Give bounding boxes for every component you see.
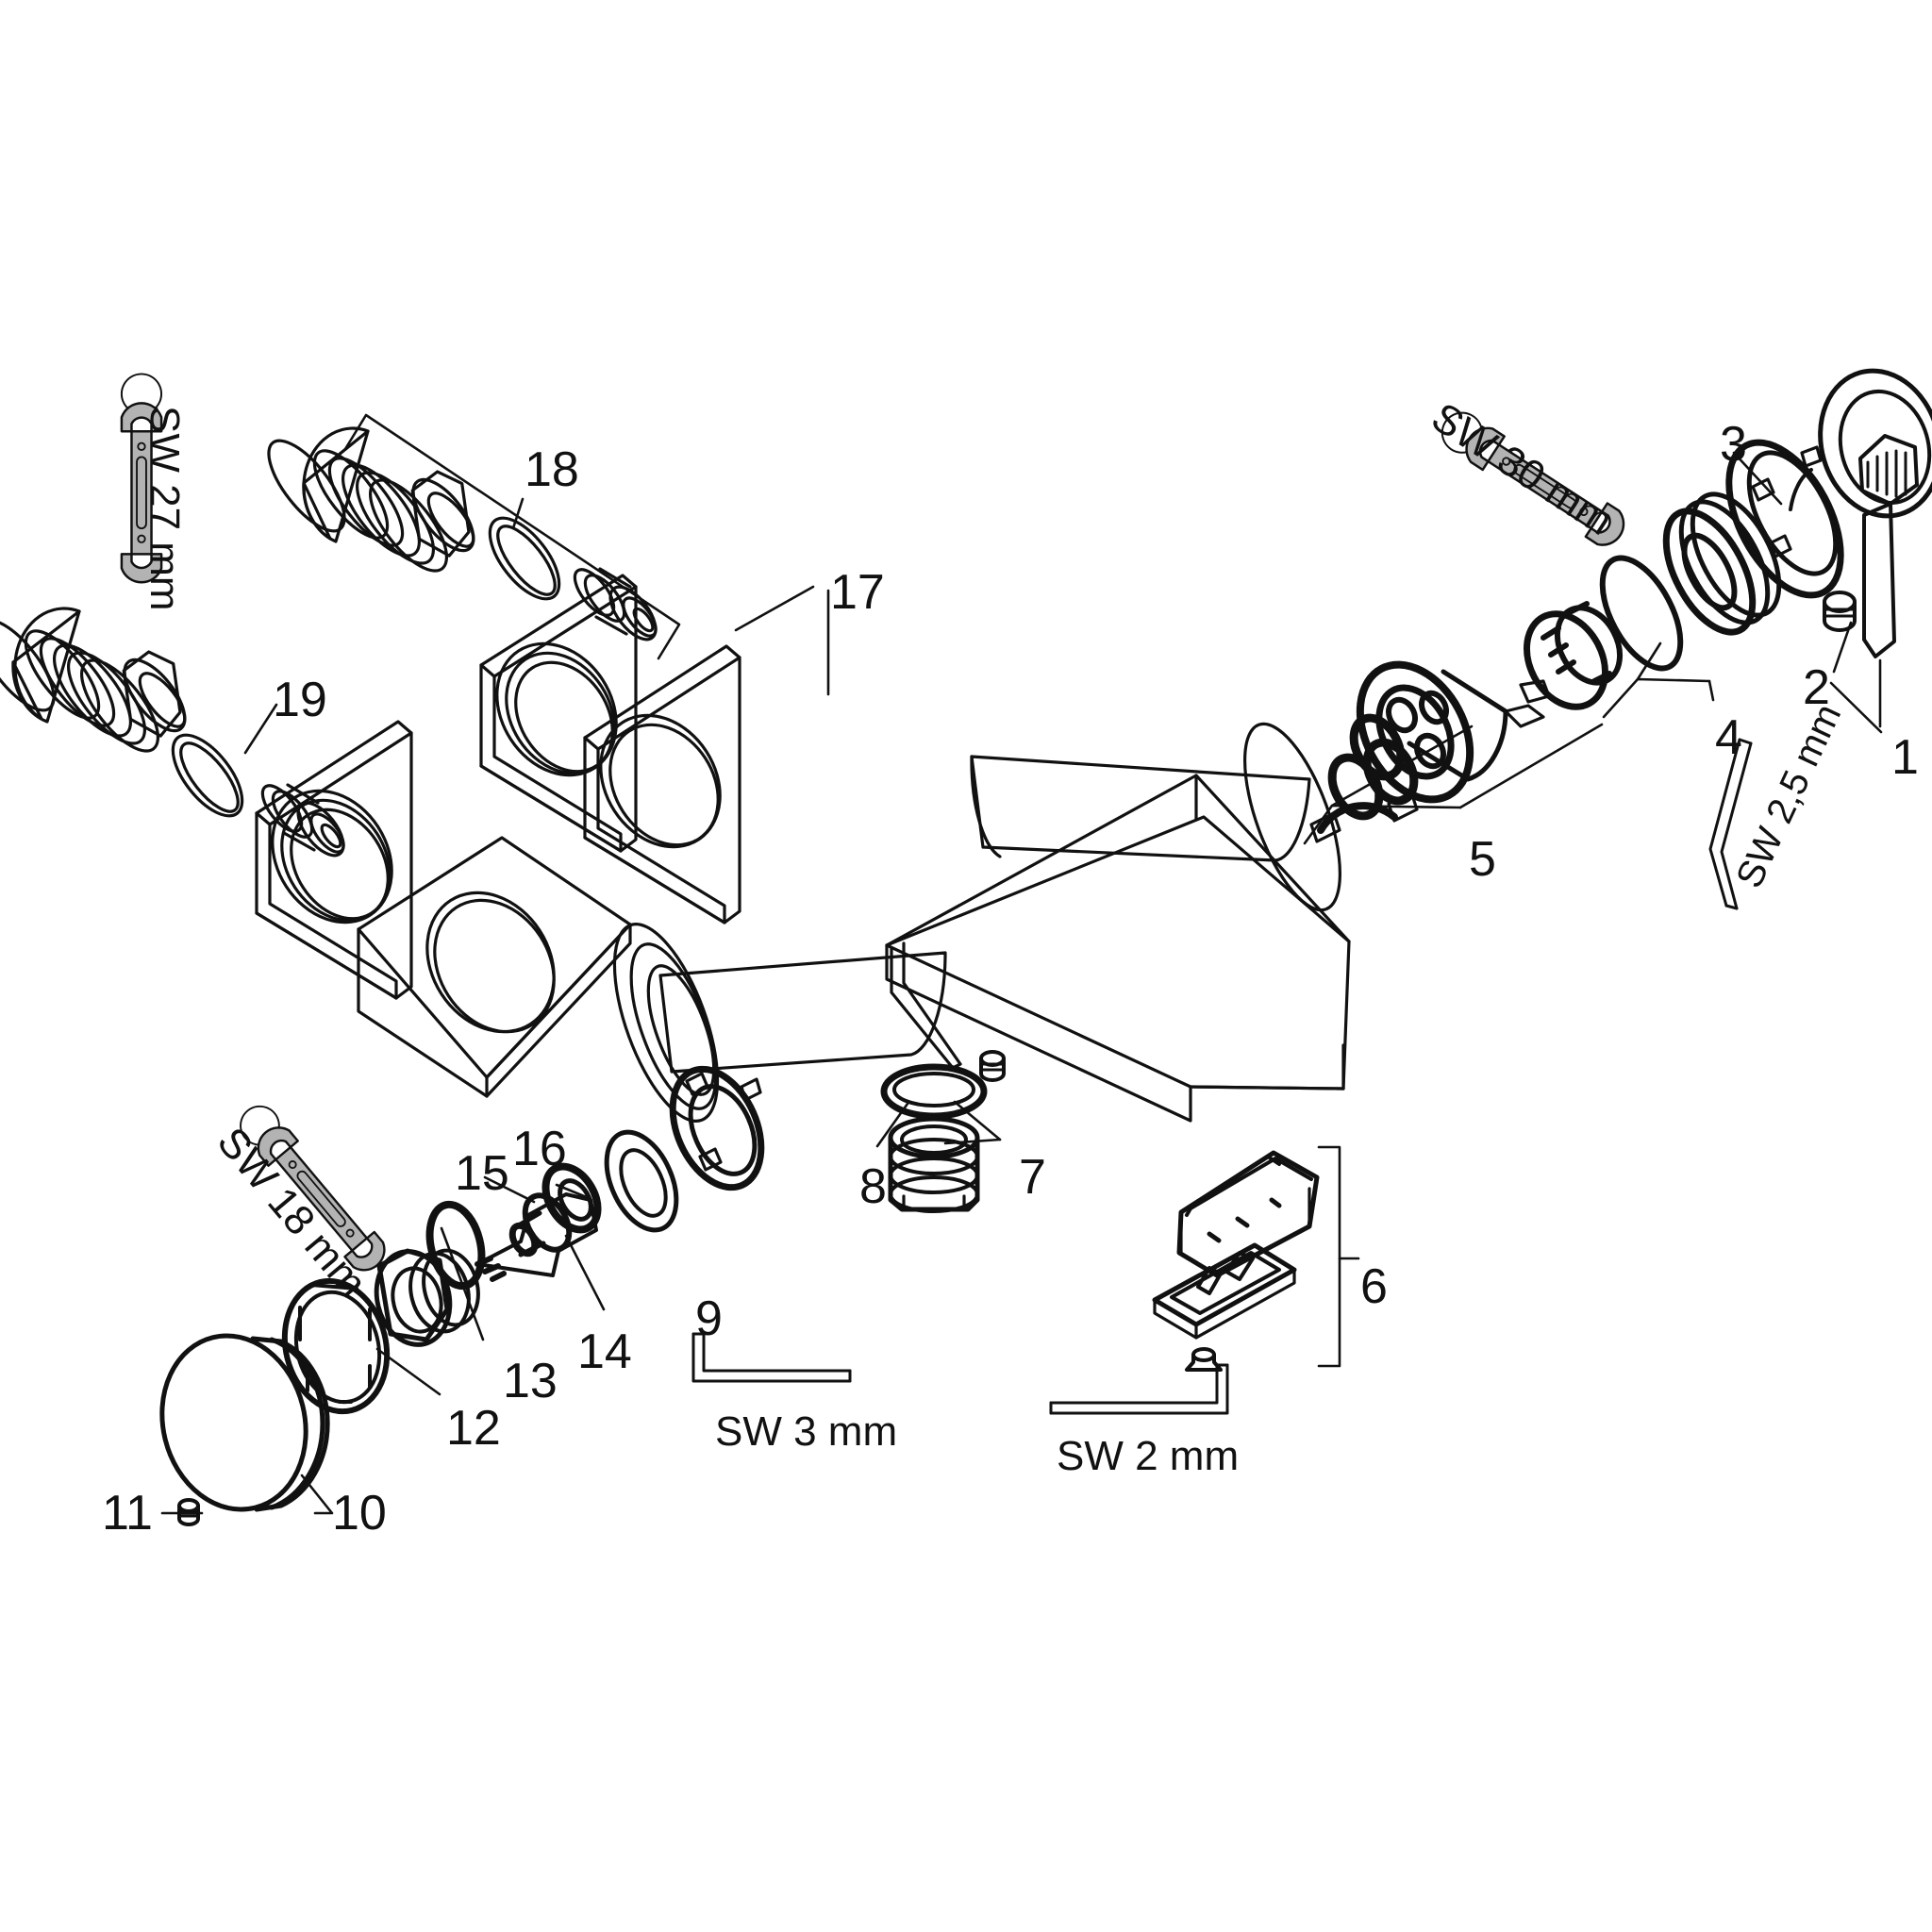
part-11-screw (177, 1498, 200, 1526)
mixer-body (612, 722, 1351, 1123)
part-number-18: 18 (525, 442, 579, 497)
part-number-19: 19 (273, 673, 327, 727)
part-number-14: 14 (577, 1324, 632, 1379)
part-number-16: 16 (512, 1122, 567, 1176)
escutcheon-plate-b (255, 720, 413, 1000)
escutcheon-plate-d (583, 644, 741, 924)
part-14-cartridge (475, 1162, 602, 1282)
allen-key-2-icon (1049, 1363, 1229, 1415)
part-5-thermostatic-cartridge (1303, 491, 1782, 845)
part-number-13: 13 (503, 1354, 558, 1408)
part-number-12: 12 (446, 1401, 501, 1456)
part-9-set-screw-upper (979, 1050, 1006, 1082)
part-1-lever-handle (1818, 368, 1932, 658)
part-number-17: 17 (830, 565, 885, 620)
part-number-10: 10 (332, 1486, 387, 1541)
tool-label-sw-3-mm: SW 3 mm (715, 1408, 898, 1455)
part-number-15: 15 (455, 1146, 509, 1201)
part-3-retaining-ring (1725, 439, 1844, 599)
part-6-diverter-housing (1152, 1145, 1360, 1372)
part-7-outlet-nipple (888, 1116, 980, 1213)
part-number-7: 7 (1019, 1150, 1046, 1205)
part-number-8: 8 (859, 1159, 887, 1214)
escutcheon-plate-c (479, 574, 638, 853)
allen-key-2-5-icon (1708, 738, 1753, 910)
part-number-3: 3 (1720, 417, 1747, 472)
part-number-6: 6 (1360, 1259, 1388, 1314)
part-number-1: 1 (1891, 730, 1919, 785)
part-number-4: 4 (1715, 710, 1742, 765)
part-10-handle-cap (159, 1333, 330, 1512)
part-number-9: 9 (695, 1291, 723, 1346)
part-number-11: 11 (102, 1486, 153, 1541)
tool-label-sw-27-mm: SW 27 mm (142, 406, 188, 611)
escutcheon-plate-a (357, 836, 632, 1098)
part-12-collar-ring (281, 1277, 391, 1415)
part-16b-sleeve-nut (669, 1065, 765, 1191)
part-number-5: 5 (1469, 832, 1496, 887)
part-13-o-ring (425, 1200, 486, 1291)
allen-key-3-icon (691, 1332, 852, 1383)
part-2-grub-screw (1823, 591, 1857, 632)
part-18-s-union-assembly (267, 413, 681, 660)
tool-label-sw-2-mm: SW 2 mm (1057, 1433, 1240, 1479)
part-16-washer (604, 1129, 679, 1233)
part-number-2: 2 (1803, 660, 1830, 715)
part-8-o-ring (880, 1063, 988, 1120)
